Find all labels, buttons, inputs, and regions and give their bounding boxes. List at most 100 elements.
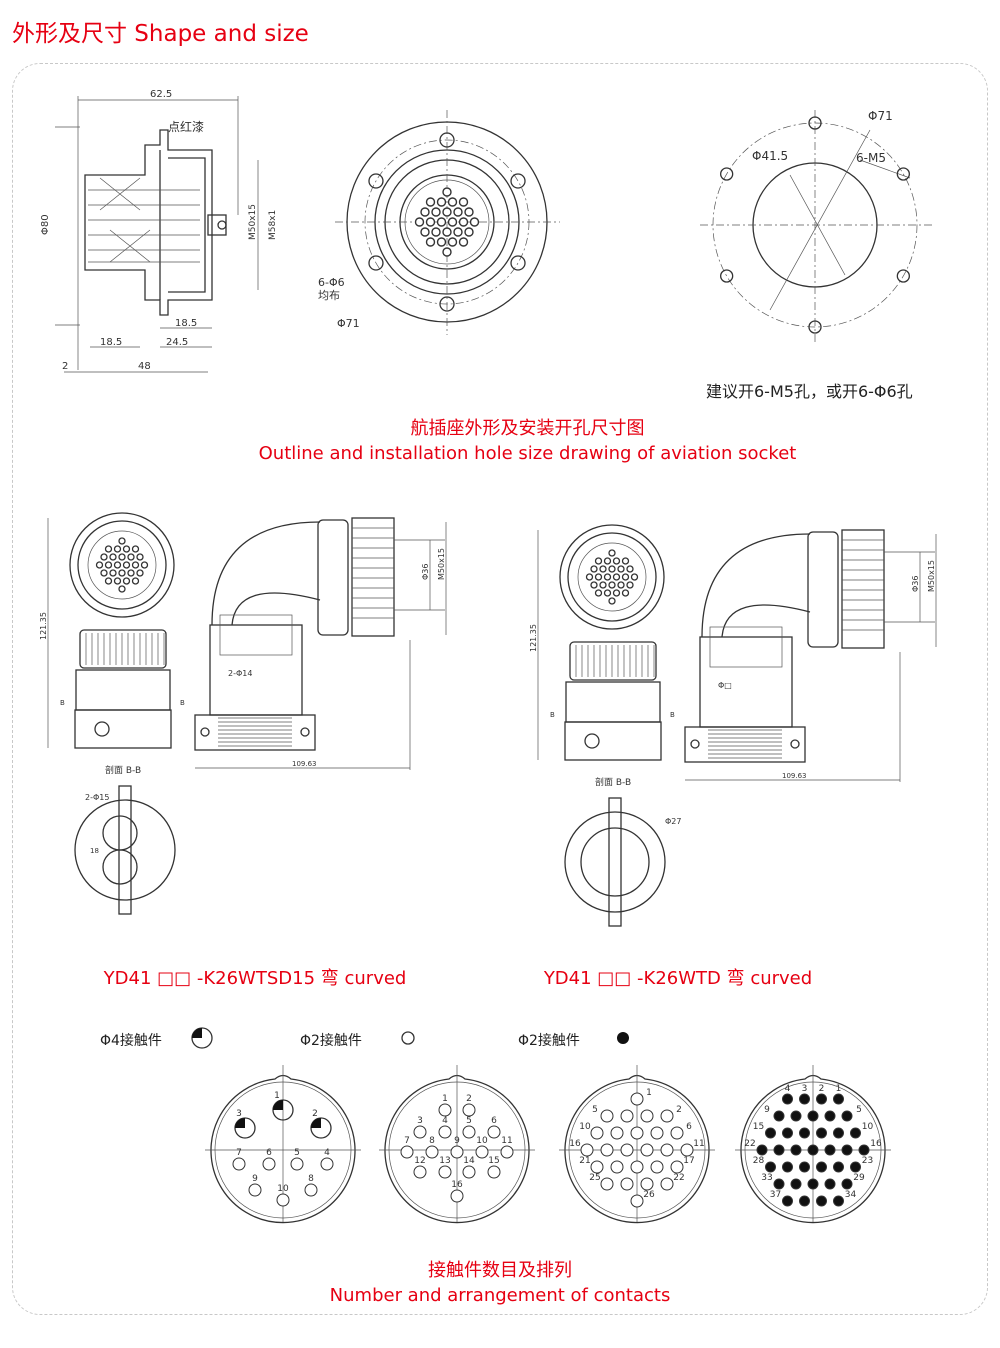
contact-pin: [833, 1195, 844, 1207]
contact-pin: [620, 1109, 634, 1123]
body: [565, 681, 661, 723]
plug-face: [69, 512, 175, 618]
contact-pin: [414, 217, 425, 227]
contact-phi4-fill: [235, 1118, 245, 1128]
contact-pin: [824, 1144, 836, 1156]
contact-pin: [122, 545, 131, 553]
contact-pin: [122, 577, 131, 585]
contact-pin: [127, 553, 135, 561]
socket-caption-cn: 航插座外形及安装开孔尺寸图: [410, 418, 645, 439]
contact-pin: [113, 545, 122, 553]
clamp-base: [194, 714, 316, 751]
contact-pin: [807, 1178, 819, 1190]
dim-label: 6-M5: [856, 151, 886, 165]
contact-pin: [232, 1157, 246, 1171]
contact-pin: [841, 1144, 853, 1156]
contact-pin: [850, 1161, 861, 1173]
pin-number: 1: [442, 1094, 448, 1104]
contact-pin: [594, 573, 603, 581]
contact-pin: [425, 1145, 439, 1159]
inner-chamber: [219, 614, 293, 656]
contact-pin: [782, 1195, 793, 1207]
contact-pin: [621, 573, 630, 581]
pin-number: 8: [308, 1174, 314, 1184]
socket-caption-en: Outline and installation hole size drawi…: [258, 443, 797, 464]
clamp-base: [684, 726, 806, 763]
dim-label: Φ71: [868, 109, 893, 123]
contact-pin: [420, 207, 430, 217]
contact-pin: [464, 227, 474, 237]
contact-pin: [603, 589, 612, 597]
contact-pin: [600, 1109, 614, 1123]
contact-pin: [790, 1110, 802, 1122]
contact-phi4-fill: [311, 1118, 321, 1128]
contact-pin: [603, 557, 612, 565]
pin-number: 2: [312, 1109, 318, 1119]
contact-pin: [610, 1160, 624, 1174]
contact-pin: [612, 589, 621, 597]
contact-pin: [620, 1143, 634, 1157]
coupling-nut: [79, 629, 167, 669]
contact-pin: [442, 247, 452, 257]
contact-pin: [670, 1160, 684, 1174]
open-circle-icon: [401, 1031, 415, 1045]
mounting-hole: [896, 167, 910, 181]
insert: [577, 542, 647, 612]
contact-pin: [833, 1161, 844, 1173]
mounting-hole: [368, 255, 384, 271]
pin-number: 6: [266, 1148, 272, 1158]
mounting-hole: [720, 269, 734, 283]
contact-pin: [807, 1110, 819, 1122]
dim-label: 均布: [318, 289, 340, 302]
contact-pin: [462, 1125, 476, 1139]
contact-pin: [790, 1178, 802, 1190]
pin-number: 4: [785, 1084, 791, 1094]
contact-pin: [630, 1160, 644, 1174]
dim-label: Φ71: [337, 317, 360, 330]
pin-number: 1: [646, 1088, 652, 1098]
cable-hole: [102, 815, 138, 851]
dim-line: [195, 640, 411, 770]
contact-pin: [262, 1157, 276, 1171]
dim-line: [685, 652, 901, 782]
contact-pin: [462, 1103, 476, 1117]
dim-label: 121.35: [529, 624, 538, 652]
pin-number: 6: [686, 1122, 692, 1132]
contact-pin: [833, 1093, 844, 1105]
contact-pin: [458, 217, 469, 227]
pin-number: 2: [676, 1105, 682, 1115]
dim-label: Φ80: [40, 214, 51, 235]
mount-hole: [690, 739, 700, 749]
contact-pin: [850, 1127, 861, 1139]
contact-pin: [650, 1160, 664, 1174]
section-mark: B: [550, 711, 555, 719]
mount-hole: [200, 727, 210, 737]
mount-hole: [790, 739, 800, 749]
contact-pin: [136, 553, 144, 561]
contact-pin: [248, 1183, 262, 1197]
contact-pin: [590, 565, 598, 573]
body: [75, 669, 171, 711]
contact-pin: [109, 569, 117, 577]
section-mark: B: [180, 699, 185, 707]
contact-pin: [630, 1126, 644, 1140]
contact-pin: [464, 207, 474, 217]
contact-pin: [617, 565, 625, 573]
contact-pin: [807, 1144, 819, 1156]
contact-pin: [413, 1165, 427, 1179]
contact-pin: [118, 585, 126, 593]
contact-pin: [590, 581, 598, 589]
elbow: [701, 533, 811, 638]
contact-pin: [580, 1143, 594, 1157]
clamp-screw: [94, 721, 110, 737]
pin-number: 9: [252, 1174, 258, 1184]
contact-pin: [475, 1145, 489, 1159]
contact-pin: [585, 573, 594, 581]
pin-number: 12: [414, 1156, 425, 1166]
contact-pin: [816, 1127, 827, 1139]
plug-face-inner: [77, 520, 167, 610]
contact-pin: [458, 197, 469, 207]
